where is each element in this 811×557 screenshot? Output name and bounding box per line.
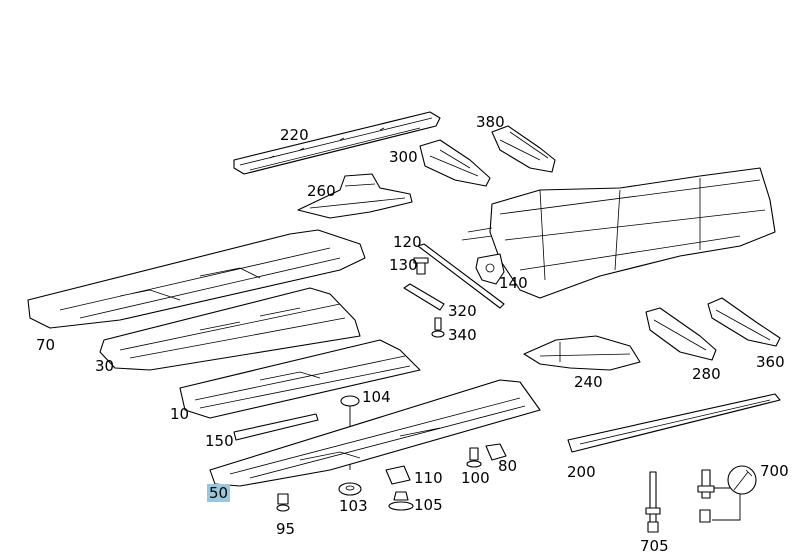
callout-340[interactable]: 340 (448, 326, 477, 344)
callout-80[interactable]: 80 (498, 457, 518, 475)
part-280-bracket[interactable] (645, 307, 717, 361)
callout-105[interactable]: 105 (414, 496, 443, 514)
callout-705[interactable]: 705 (640, 537, 669, 555)
callout-150[interactable]: 150 (205, 432, 234, 450)
part-360-bracket[interactable] (707, 297, 781, 347)
callout-110[interactable]: 110 (414, 469, 443, 487)
callout-10[interactable]: 10 (170, 405, 190, 423)
callout-70[interactable]: 70 (36, 336, 56, 354)
part-260-panel[interactable] (297, 173, 413, 219)
part-220-rail[interactable] (233, 111, 441, 175)
part-340-bolt[interactable] (431, 317, 445, 338)
body-shell (461, 167, 776, 299)
callout-280[interactable]: 280 (692, 365, 721, 383)
callout-260[interactable]: 260 (307, 182, 336, 200)
callout-380[interactable]: 380 (476, 113, 505, 131)
part-380-bracket[interactable] (491, 125, 556, 173)
part-105-clip[interactable] (388, 491, 414, 511)
callout-240[interactable]: 240 (574, 373, 603, 391)
callout-120[interactable]: 120 (393, 233, 422, 251)
part-240-bracket[interactable] (523, 335, 641, 371)
callout-103[interactable]: 103 (339, 497, 368, 515)
part-110-block[interactable] (385, 465, 411, 485)
callout-700[interactable]: 700 (760, 462, 789, 480)
part-80-clip[interactable] (485, 443, 507, 461)
part-300-bracket[interactable] (419, 139, 491, 187)
part-200-sill[interactable] (567, 393, 781, 453)
part-320-plate[interactable] (403, 283, 445, 311)
part-95-bolt[interactable] (276, 493, 290, 512)
part-120-strip[interactable] (417, 243, 505, 309)
callout-320[interactable]: 320 (448, 302, 477, 320)
callout-300[interactable]: 300 (389, 148, 418, 166)
part-30-floor-section[interactable] (99, 287, 361, 371)
callout-360[interactable]: 360 (756, 353, 785, 371)
callout-104[interactable]: 104 (362, 388, 391, 406)
part-150-strip[interactable] (233, 413, 319, 441)
part-103-grommet[interactable] (338, 482, 362, 496)
callout-100[interactable]: 100 (461, 469, 490, 487)
callout-220[interactable]: 220 (280, 126, 309, 144)
callout-50[interactable]: 50 (207, 484, 231, 502)
callout-130[interactable]: 130 (389, 256, 418, 274)
part-705-bolt[interactable] (645, 471, 661, 533)
part-100-bolt[interactable] (466, 447, 482, 468)
callout-95[interactable]: 95 (276, 520, 296, 538)
callout-30[interactable]: 30 (95, 357, 115, 375)
part-700-bolts[interactable] (697, 465, 757, 523)
part-130-bolt[interactable] (413, 257, 429, 275)
part-140-bracket[interactable] (475, 253, 505, 285)
callout-140[interactable]: 140 (499, 274, 528, 292)
part-10-floor-section[interactable] (179, 339, 421, 419)
part-70-floor-pan[interactable] (27, 229, 366, 329)
callout-200[interactable]: 200 (567, 463, 596, 481)
